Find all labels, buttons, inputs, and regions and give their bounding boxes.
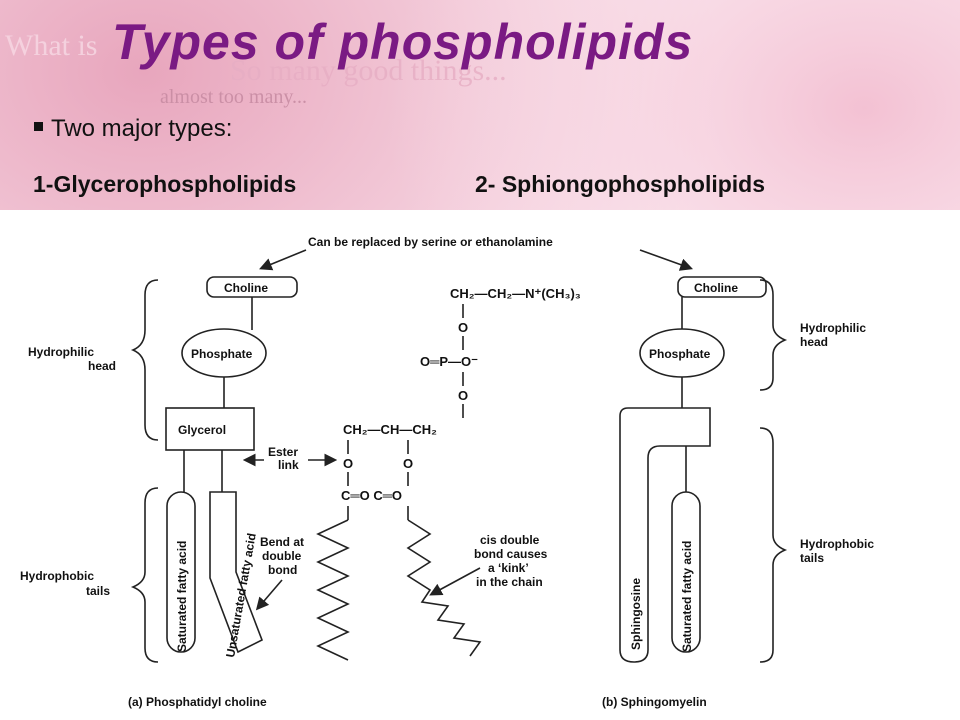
ester-label-l1: Ester [268,445,298,459]
right-hydrophobic-l1: Hydrophobic [800,537,874,551]
replace-note: Can be replaced by serine or ethanolamin… [308,235,553,249]
right-tail-saturated: Saturated fatty acid [680,541,694,652]
phosphate-group: O═P—O⁻ [420,354,478,369]
right-hydrophilic-l1: Hydrophilic [800,321,866,335]
oxygen-4: O [403,456,413,471]
oxygen-2: O [458,388,468,403]
oxygen-1: O [458,320,468,335]
right-caption: (b) Sphingomyelin [602,695,707,709]
left-hydrophobic-l1: Hydrophobic [20,569,94,583]
bg-text-2: So many good things... [230,54,507,87]
right-phosphate-label: Phosphate [649,347,711,361]
type-glycerophospholipids: 1-Glycerophospholipids [33,171,297,197]
carbonyl-groups: C═O C═O [341,488,402,503]
choline-group: CH₂—CH₂—N⁺(CH₃)₃ [450,286,581,301]
center-structure: CH₂—CH₂—N⁺(CH₃)₃ O O═P—O⁻ O CH₂—CH—CH₂ O… [242,286,581,661]
bg-text-1: What is [5,29,97,62]
bullet-item: Two major types: [34,113,232,145]
left-phosphate-label: Phosphate [191,347,253,361]
bend-label-l3: bond [268,563,297,577]
left-caption: (a) Phosphatidyl choline [128,695,267,709]
right-hydrophobic-l2: tails [800,551,824,565]
bullet-square-icon [34,122,43,131]
bend-label-l2: double [262,549,302,563]
cis-label-l1: cis double [480,533,540,547]
oxygen-3: O [343,456,353,471]
left-choline-label: Choline [224,281,268,295]
cis-label-l4: in the chain [476,575,543,589]
left-hydrophilic-l2: head [88,359,116,373]
left-hydrophilic-l1: Hydrophilic [28,345,94,359]
slide-title: Types of phospholipids [112,14,694,70]
glycerol-backbone: CH₂—CH—CH₂ [343,422,437,437]
cis-label-l3: a ‘kink’ [488,561,529,575]
left-glycerol-label: Glycerol [178,423,226,437]
bg-text-3: almost too many... [160,86,307,108]
ester-label-l2: link [278,458,299,472]
left-molecule: Choline Phosphate Glycerol Saturated fat… [20,276,304,709]
right-molecule: Choline Phosphate Sphingosine Saturated … [602,276,874,709]
left-hydrophobic-l2: tails [86,584,110,598]
bullet-text: Two major types: [51,115,233,142]
right-choline-label: Choline [694,281,738,295]
left-tail-saturated: Saturated fatty acid [175,541,189,652]
phospholipid-diagram: Can be replaced by serine or ethanolamin… [20,235,874,709]
type-sphingophospholipids: 2- Sphiongophospholipids [475,171,766,197]
right-tail-sphingosine: Sphingosine [629,578,643,650]
bend-label-l1: Bend at [260,535,304,549]
cis-label-l2: bond causes [474,547,548,561]
right-hydrophilic-l2: head [800,335,828,349]
